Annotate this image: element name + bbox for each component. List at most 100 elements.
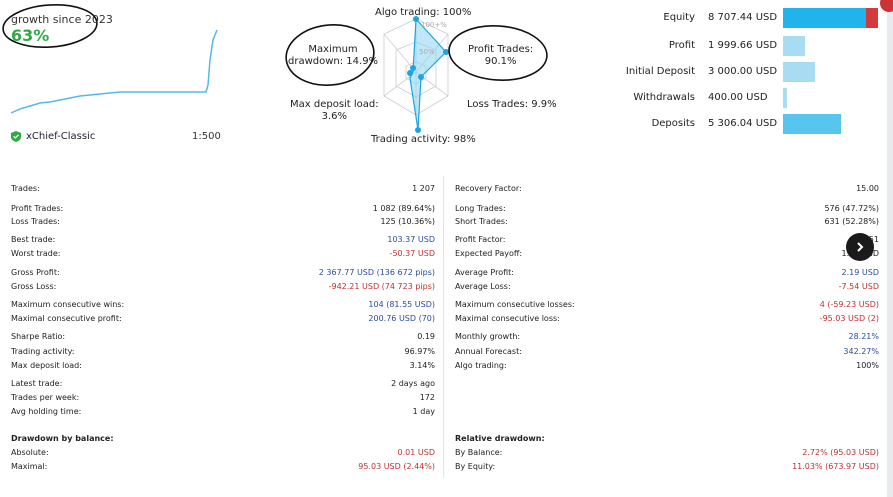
stat-row: Best trade:103.37 USD xyxy=(11,234,435,245)
stat-label: Average Loss: xyxy=(455,282,511,291)
stat-row: Algo trading: 100% xyxy=(455,360,879,371)
radar-profit-trades: Profit Trades: 90.1% xyxy=(468,44,533,68)
stat-label: Average Profit: xyxy=(455,268,514,277)
account-info[interactable]: xChief-Classic xyxy=(11,131,95,142)
balance-label: Equity xyxy=(663,12,695,23)
stat-label: Max deposit load: xyxy=(11,361,82,370)
corner-badge xyxy=(880,0,893,12)
stat-row: Sharpe Ratio: 0.19 xyxy=(11,331,435,342)
balance-value: 400.00 USD xyxy=(708,92,768,103)
stat-value: 0.01 USD xyxy=(397,448,435,457)
stat-row: Worst trade:-50.37 USD xyxy=(11,248,435,259)
stat-row: Maximal: 95.03 USD (2.44%) xyxy=(11,461,435,472)
stat-row: Trades per week:172 xyxy=(11,392,435,403)
stat-row: Latest trade:2 days ago xyxy=(11,378,435,389)
stat-label: Trading activity: xyxy=(11,347,75,356)
stat-value: 631 (52.28%) xyxy=(824,217,879,226)
stat-label: Algo trading: xyxy=(455,361,507,370)
equity-red-marker xyxy=(866,8,878,28)
stat-label: Maximum consecutive wins: xyxy=(11,300,125,309)
radar-max-deposit-load: Max deposit load: 3.6% xyxy=(290,99,379,123)
stat-row: Monthly growth:28.21% xyxy=(455,331,879,342)
stat-label: Maximal: xyxy=(11,462,48,471)
stat-row: Absolute:0.01 USD xyxy=(11,447,435,458)
relative-drawdown-title: Relative drawdown: xyxy=(455,434,545,443)
stat-row: Maximal consecutive loss: -95.03 USD (2) xyxy=(455,313,879,324)
stat-row: Gross Profit:2 367.77 USD (136 672 pips) xyxy=(11,267,435,278)
stat-label: Latest trade: xyxy=(11,379,63,388)
balance-row-profit: Profit 1 999.66 USD xyxy=(600,36,882,56)
stat-label: Short Trades: xyxy=(455,217,508,226)
stat-value: -50.37 USD xyxy=(389,249,435,258)
account-name[interactable]: xChief-Classic xyxy=(26,131,96,142)
stat-label: Profit Trades: xyxy=(11,204,64,213)
stat-row: By Balance: 2.72% (95.03 USD) xyxy=(455,447,879,458)
stat-value: 200.76 USD (70) xyxy=(368,314,435,323)
stat-label: Profit Factor: xyxy=(455,235,506,244)
stat-value: 0.19 xyxy=(417,332,435,341)
stat-label: Best trade: xyxy=(11,235,56,244)
radar-loss-trades: Loss Trades: 9.9% xyxy=(467,99,557,110)
stat-value: 1 207 xyxy=(412,184,435,193)
radar-trading-activity: Trading activity: 98% xyxy=(371,134,476,145)
balance-label: Deposits xyxy=(651,118,695,129)
stat-row: Loss Trades:125 (10.36%) xyxy=(11,216,435,227)
radar-profit-trades-line2: 90.1% xyxy=(484,56,517,67)
stat-label: Maximum consecutive losses: xyxy=(455,300,575,309)
stat-value: 95.03 USD (2.44%) xyxy=(358,462,435,471)
balance-value: 5 306.04 USD xyxy=(708,118,778,129)
radar-tick-50: 50% xyxy=(419,48,435,56)
stat-row: Trades:1 207 xyxy=(11,183,435,194)
stat-value: 100% xyxy=(856,361,879,370)
stat-row: Max deposit load:3.14% xyxy=(11,360,435,371)
stat-label: Expected Payoff: xyxy=(455,249,523,258)
stat-value: -95.03 USD (2) xyxy=(819,314,879,323)
stat-value: 172 xyxy=(419,393,435,402)
stat-row: Gross Loss:-942.21 USD (74 723 pips) xyxy=(11,281,435,292)
stat-label: Annual Forecast: xyxy=(455,347,522,356)
stat-row: Profit Trades:1 082 (89.64%) xyxy=(11,203,435,214)
stat-label: Maximal consecutive profit: xyxy=(11,314,122,323)
growth-chart xyxy=(2,3,218,114)
growth-label: growth since 2023 xyxy=(11,13,113,26)
balance-value: 1 999.66 USD xyxy=(708,40,778,51)
balance-value: 3 000.00 USD xyxy=(708,66,778,77)
balance-bar xyxy=(783,8,878,28)
stat-label: Gross Loss: xyxy=(11,282,57,291)
stat-label: Monthly growth: xyxy=(455,332,521,341)
stat-row: Trading activity: 96.97% xyxy=(11,346,435,357)
column-divider xyxy=(443,176,444,478)
stat-row: Average Profit:2.19 USD xyxy=(455,267,879,278)
stat-value: 2 367.77 USD (136 672 pips) xyxy=(318,268,435,277)
stat-value: 2.72% (95.03 USD) xyxy=(802,448,879,457)
radar-chart xyxy=(285,16,548,133)
balance-label: Profit xyxy=(668,40,695,51)
stat-row: Average Loss: -7.54 USD xyxy=(455,281,879,292)
stat-value: -7.54 USD xyxy=(838,282,879,291)
stat-label: Sharpe Ratio: xyxy=(11,332,66,341)
stat-value: 125 (10.36%) xyxy=(380,217,435,226)
stat-value: 104 (81.55 USD) xyxy=(368,300,435,309)
stat-value: 15.00 xyxy=(856,184,879,193)
leverage: 1:500 xyxy=(192,131,221,142)
radar-algo-trading: Algo trading: 100% xyxy=(375,7,472,18)
balance-value: 8 707.44 USD xyxy=(708,12,778,23)
radar-tick-100: 100+% xyxy=(421,21,447,29)
balance-row-equity: Equity 8 707.44 USD xyxy=(600,8,882,28)
stat-label: Maximal consecutive loss: xyxy=(455,314,560,323)
chevron-right-icon[interactable] xyxy=(846,233,874,261)
balance-bar xyxy=(783,88,787,108)
stat-row: Short Trades: 631 (52.28%) xyxy=(455,216,879,227)
stat-label: By Balance: xyxy=(455,448,503,457)
radar-max-drawdown-line1: Maximum xyxy=(308,44,358,55)
balance-row-deposits: Deposits 5 306.04 USD xyxy=(600,114,882,134)
balance-bar xyxy=(783,36,805,56)
stat-value: 11.03% (673.97 USD) xyxy=(792,462,879,471)
stat-value: 96.97% xyxy=(404,347,435,356)
stat-row: Maximal consecutive profit: 200.76 USD (7… xyxy=(11,313,435,324)
drawdown-by-balance-title: Drawdown by balance: xyxy=(11,434,114,443)
stat-value: 4 (-59.23 USD) xyxy=(819,300,879,309)
stat-row: Maximum consecutive wins: 104 (81.55 USD) xyxy=(11,299,435,310)
